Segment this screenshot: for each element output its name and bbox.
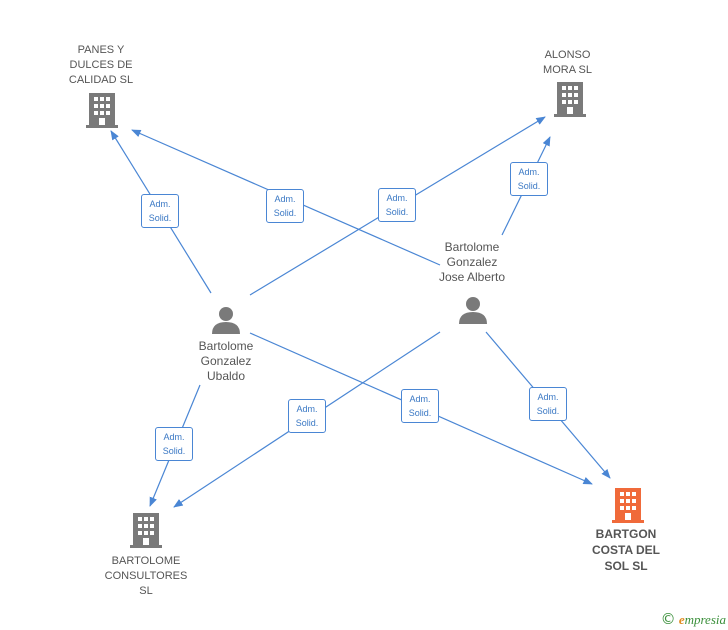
person-label-ubaldo[interactable]: Bartolome Gonzalez Ubaldo [176,339,276,384]
brand-initial: e [678,612,685,627]
building-icon[interactable] [130,513,162,549]
company-label-bartolome-consultores[interactable]: BARTOLOME CONSULTORES SL [95,554,197,599]
person-icon[interactable] [211,305,241,335]
edge-label-type: Solid. [148,213,172,223]
edge-label-ubaldo-bartgon[interactable]: Adm. Solid. [401,389,439,423]
copyright-icon: © [660,610,676,628]
building-icon[interactable] [86,93,118,129]
empresia-watermark: © empresia [661,610,726,628]
company-label-line: SL [139,585,153,597]
company-label-line: MORA SL [543,64,592,76]
edge-label-jose-alberto-bartolome-consultores[interactable]: Adm. Solid. [288,399,326,433]
edge-label-ubaldo-panes[interactable]: Adm. Solid. [141,194,179,228]
edge-label-role: Adm. [409,394,431,404]
company-label-line: DULCES DE [69,59,133,71]
edge-label-jose-alberto-panes[interactable]: Adm. Solid. [266,189,304,223]
company-label-line: CONSULTORES [104,570,188,582]
edge-label-ubaldo-alonso[interactable]: Adm. Solid. [378,188,416,222]
company-label-line: SOL SL [604,559,648,573]
edge-label-type: Solid. [536,406,560,416]
edge-label-type: Solid. [162,446,186,456]
person-label-line: Bartolome [444,240,500,254]
person-label-line: Gonzalez [446,255,498,269]
brand-name: mpresia [684,612,726,627]
edge-label-role: Adm. [537,392,559,402]
building-icon-highlighted[interactable] [612,488,644,524]
person-label-line: Bartolome [198,339,254,353]
person-label-line: Ubaldo [206,369,246,383]
edge-label-role: Adm. [274,194,296,204]
company-label-bartgon[interactable]: BARTGON COSTA DEL SOL SL [578,526,674,574]
company-label-line: BARTGON [595,527,657,541]
edge-label-type: Solid. [295,418,319,428]
building-icon[interactable] [554,82,586,118]
company-label-line: CALIDAD SL [68,74,134,86]
company-label-panes[interactable]: PANES Y DULCES DE CALIDAD SL [50,43,152,88]
company-label-line: BARTOLOME [111,555,181,567]
edge-label-role: Adm. [518,167,540,177]
edge-label-role: Adm. [163,432,185,442]
edge-label-type: Solid. [273,208,297,218]
edge-label-role: Adm. [296,404,318,414]
company-label-line: ALONSO [544,49,591,61]
person-icon[interactable] [458,295,488,325]
person-label-line: Gonzalez [200,354,252,368]
edge-label-type: Solid. [385,207,409,217]
edge-label-role: Adm. [149,199,171,209]
edge-label-role: Adm. [386,193,408,203]
person-label-jose-alberto[interactable]: Bartolome Gonzalez Jose Alberto [420,240,524,285]
company-label-line: PANES Y [77,44,125,56]
edge-label-type: Solid. [517,181,541,191]
edge-label-jose-alberto-bartgon[interactable]: Adm. Solid. [529,387,567,421]
edge-label-ubaldo-bartolome-consultores[interactable]: Adm. Solid. [155,427,193,461]
edge-label-jose-alberto-alonso[interactable]: Adm. Solid. [510,162,548,196]
company-label-line: COSTA DEL [592,543,660,557]
company-label-alonso[interactable]: ALONSO MORA SL [525,48,610,78]
person-label-line: Jose Alberto [438,270,506,284]
edge-label-type: Solid. [408,408,432,418]
